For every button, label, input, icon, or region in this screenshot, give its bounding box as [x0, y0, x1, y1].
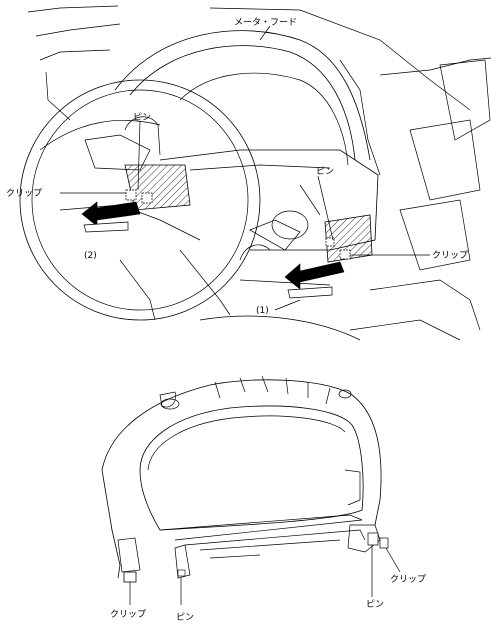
label-step-1: (1)	[256, 306, 269, 316]
dashboard-illustration	[19, 5, 491, 341]
label-pin-bottom-left: ピン	[176, 612, 194, 623]
leader-lines-bottom	[129, 545, 401, 605]
label-step-2: (2)	[84, 251, 97, 261]
label-pin-bottom-right: ピン	[366, 599, 384, 610]
label-pin-left: ピン	[133, 112, 151, 123]
label-clip-left: クリップ	[6, 188, 42, 199]
leader-lines-top	[60, 25, 430, 311]
label-meter-hood: メータ・フード	[234, 17, 297, 28]
meter-hood-part-illustration	[101, 375, 389, 583]
label-pin-right: ピン	[316, 166, 334, 177]
label-clip-bottom-left: クリップ	[110, 609, 146, 620]
label-clip-right: クリップ	[432, 250, 468, 261]
label-clip-bottom-right: クリップ	[390, 574, 426, 585]
